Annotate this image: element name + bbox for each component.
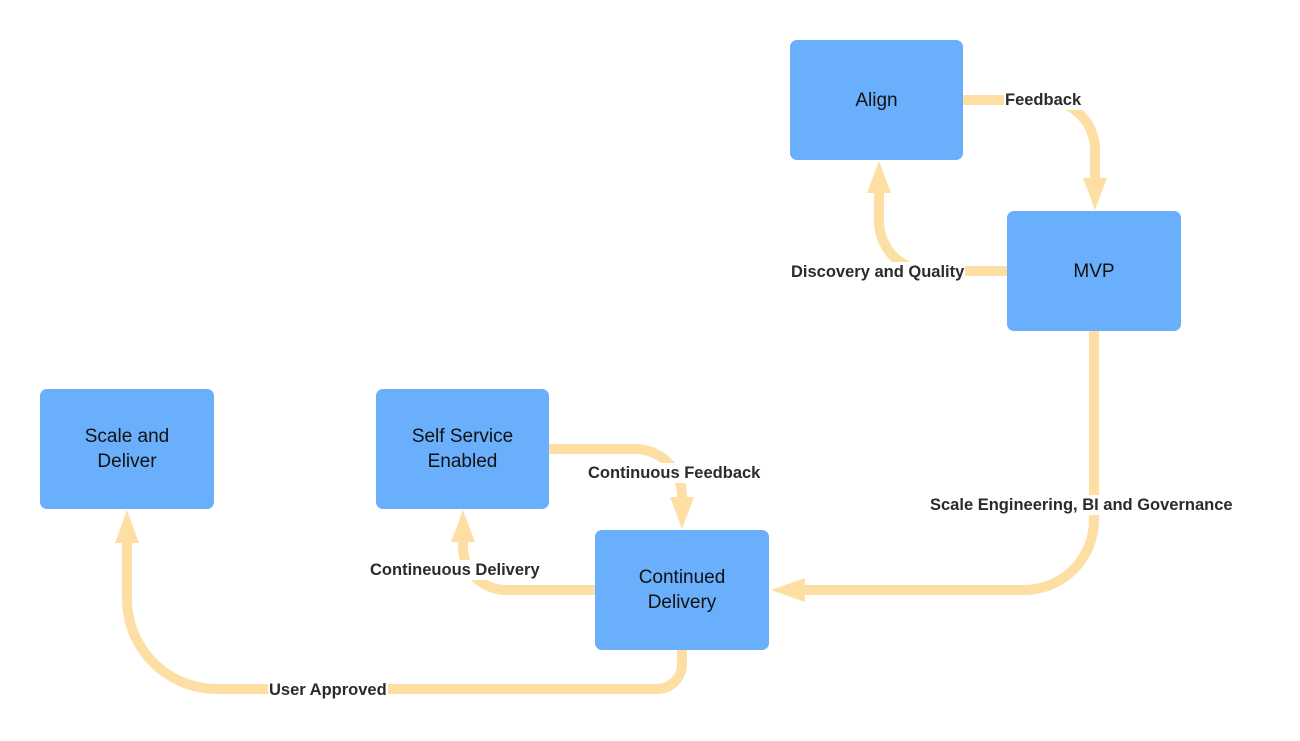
edge-self-to-continued [549,444,687,502]
edge-label-scale-engineering: Scale Engineering, BI and Governance [929,495,1234,515]
node-continued-delivery[interactable]: Continued Delivery [595,530,769,650]
edge-continued-to-scale [122,542,687,694]
arrowhead-scale [115,510,139,543]
edge-label-continuous-feedback: Continuous Feedback [587,463,762,483]
edge-label-discovery-quality: Discovery and Quality [790,262,966,282]
edge-mvp-to-align [874,192,1007,276]
node-scale-and-deliver[interactable]: Scale and Deliver [40,389,214,509]
node-align[interactable]: Align [790,40,963,160]
edge-align-to-mvp [963,95,1100,182]
arrowhead-align [867,161,891,193]
arrowhead-mvp [1083,178,1107,210]
arrowhead-continued-right [771,578,805,602]
node-mvp[interactable]: MVP [1007,211,1181,331]
arrowhead-self [451,510,475,542]
edge-mvp-to-continued [805,331,1099,595]
edge-label-feedback: Feedback [1004,90,1083,110]
node-self-service-enabled[interactable]: Self Service Enabled [376,389,549,509]
edge-label-contineuous-delivery: Contineuous Delivery [369,560,541,580]
edge-label-user-approved: User Approved [268,680,388,700]
arrowhead-continued-top [670,497,694,529]
